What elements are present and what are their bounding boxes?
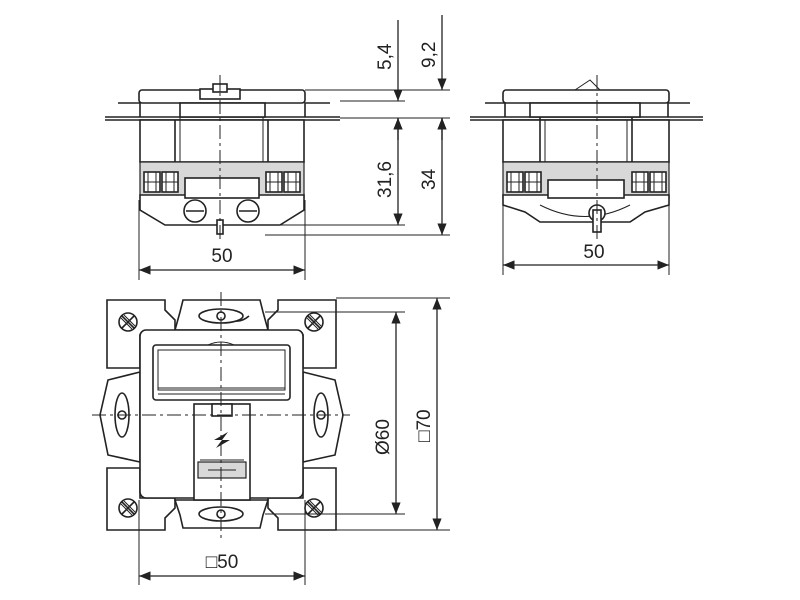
front-elevation-view <box>105 75 340 240</box>
side-width-dimension: 50 <box>502 200 670 275</box>
terminal-icon <box>143 171 161 193</box>
dim-diameter-60: Ø60 <box>373 419 394 455</box>
height-dimensions: 5,4 31,6 9,2 34 <box>265 15 450 236</box>
dim-34: 34 <box>419 168 440 190</box>
dim-side-50: 50 <box>583 242 604 263</box>
dim-9-2: 9,2 <box>419 42 440 68</box>
dim-top-50: 50 <box>211 246 232 267</box>
top-width-dimension: 50 <box>138 200 306 280</box>
dim-square-50: □50 <box>206 552 239 573</box>
side-elevation-view <box>470 75 703 240</box>
plan-dimensions: Ø60 □70 □50 <box>138 297 450 585</box>
dim-31-6: 31,6 <box>375 161 396 198</box>
dim-5-4: 5,4 <box>375 43 396 70</box>
socket-body <box>139 119 305 163</box>
lightning-icon <box>214 432 230 448</box>
plan-view <box>92 292 350 540</box>
dim-square-70: □70 <box>414 409 435 442</box>
corner-screw-icon <box>118 312 138 332</box>
rj45-port <box>193 403 251 501</box>
